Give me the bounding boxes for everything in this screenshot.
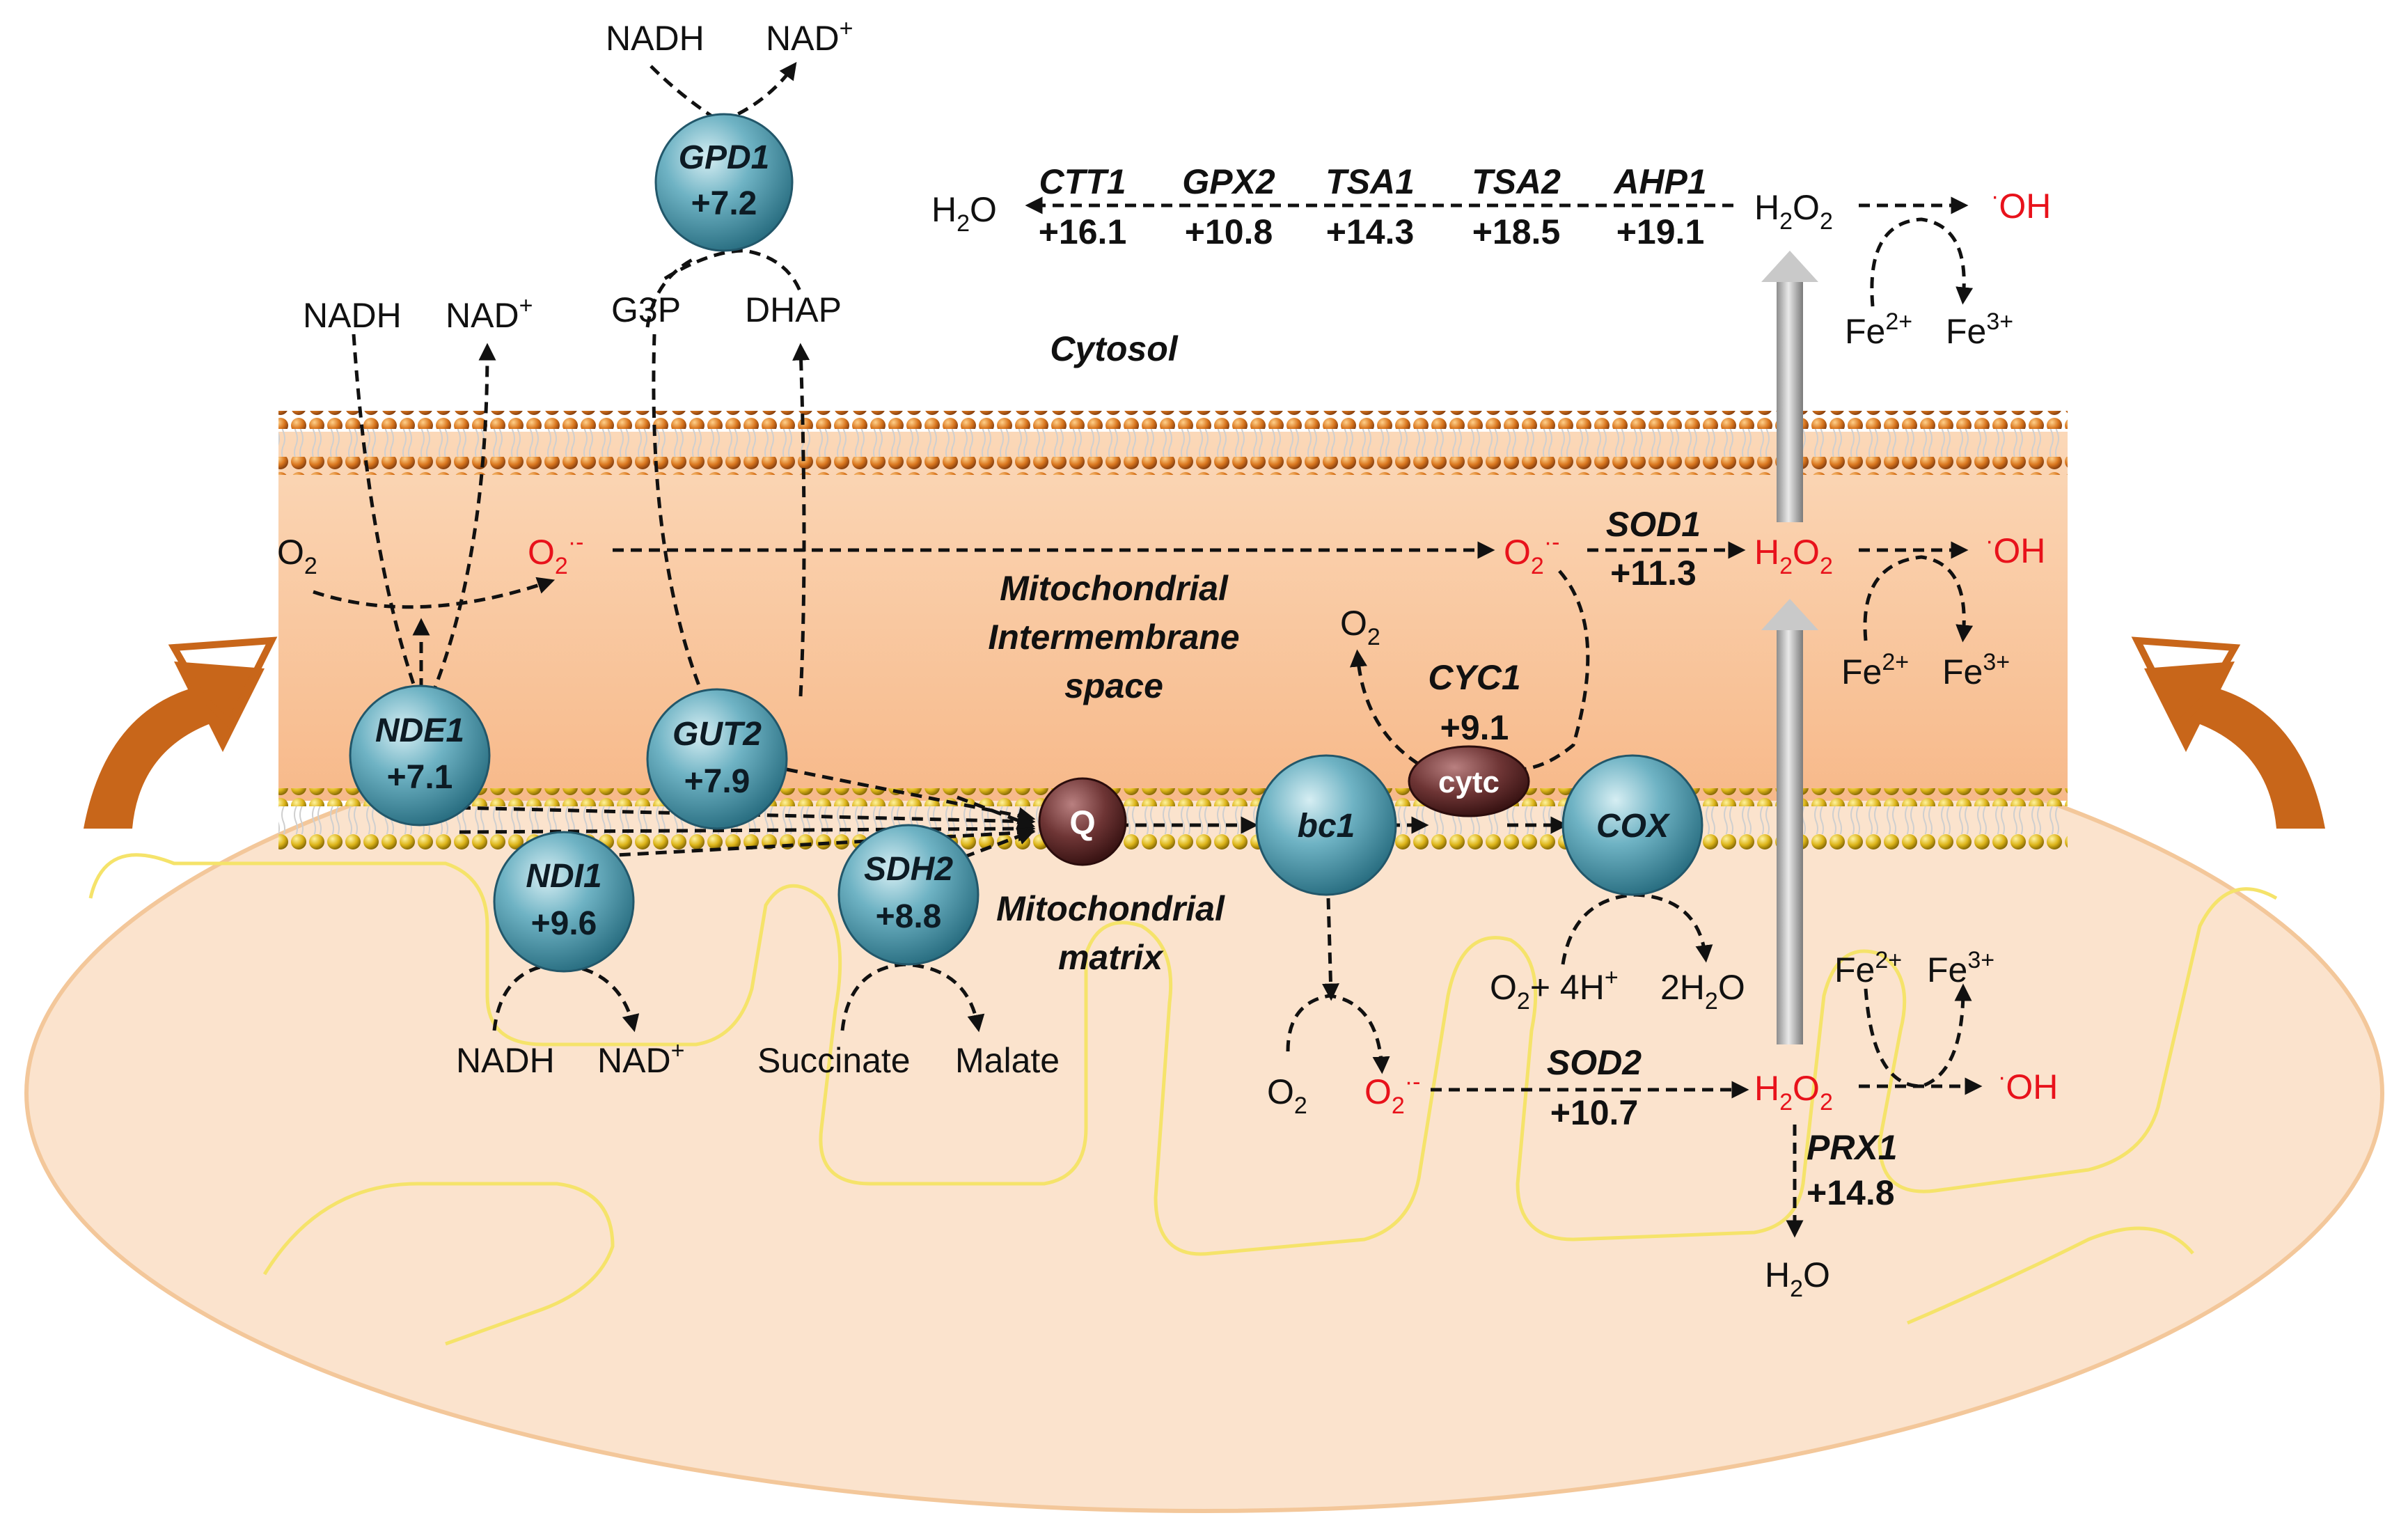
complex-q[interactable]: Q [1038, 777, 1127, 866]
ims-fe2: Fe2+ [1841, 649, 1909, 691]
ctt1-value: +16.1 [1039, 212, 1127, 251]
ims-superoxide: O2·- [528, 529, 583, 579]
malate-label: Malate [955, 1041, 1060, 1080]
nde1-nad: NAD+ [446, 292, 533, 335]
bc1-label: bc1 [1298, 808, 1355, 845]
g3p-label: G3P [611, 290, 681, 329]
cytosol-h2o2: H2O2 [1754, 188, 1833, 235]
gpx2-value: +10.8 [1185, 212, 1273, 251]
matrix-h2o2: H2O2 [1754, 1069, 1833, 1115]
tsa1-value: +14.3 [1326, 212, 1415, 251]
enzyme-gut2[interactable]: GUT2 +7.9 [646, 688, 788, 830]
flux-arrow-right-icon [2131, 636, 2325, 829]
region-cytosol: Cytosol [1050, 329, 1178, 368]
tsa2-value: +18.5 [1472, 212, 1561, 251]
gpx2-label: GPX2 [1182, 162, 1275, 201]
ndi1-value: +9.6 [531, 905, 597, 942]
sod1-superoxide: O2·- [1504, 529, 1559, 579]
complex-bc1[interactable]: bc1 [1255, 754, 1397, 896]
enzyme-gpd1[interactable]: GPD1 +7.2 [654, 113, 794, 252]
outer-membrane [278, 411, 2068, 475]
cytosol-water: H2O [931, 190, 997, 237]
nde1-label: NDE1 [375, 712, 464, 749]
ims-h2o2: H2O2 [1754, 533, 1833, 579]
matrix-fe2: Fe2+ [1834, 947, 1902, 989]
gut2-label: GUT2 [672, 716, 762, 753]
q-label: Q [1069, 805, 1095, 842]
region-ims-line2: Intermembrane [988, 618, 1239, 657]
intermembrane-space [278, 432, 2068, 801]
matrix-fe3: Fe3+ [1927, 947, 1994, 989]
cox-products: 2H2O [1660, 968, 1745, 1015]
gpd1-nadh: NADH [606, 19, 705, 58]
cristae-lower [262, 1182, 2194, 1346]
cyc1-label: CYC1 [1428, 658, 1520, 697]
cox-label: COX [1596, 808, 1671, 845]
cyc1-o2: O2 [1340, 604, 1380, 650]
sdh2-label: SDH2 [864, 851, 953, 888]
cytc-label: cytc [1438, 765, 1500, 799]
gpd1-label: GPD1 [679, 139, 770, 176]
cox-substrates: O2+ 4H+ [1490, 964, 1619, 1015]
region-matrix-line2: matrix [1058, 938, 1164, 977]
enzyme-ndi1[interactable]: NDI1 +9.6 [493, 831, 635, 973]
sod1-label: SOD1 [1606, 505, 1701, 544]
ctt1-label: CTT1 [1039, 162, 1126, 201]
ndi1-nadh: NADH [456, 1041, 555, 1080]
sod2-value: +10.7 [1550, 1093, 1639, 1132]
complex-cytc[interactable]: cytc [1408, 745, 1530, 817]
gpd1-value: +7.2 [691, 185, 757, 222]
cytosol-fe3: Fe3+ [1946, 308, 2013, 351]
gut2-value: +7.9 [684, 763, 750, 800]
matrix-superoxide: O2·- [1364, 1069, 1420, 1119]
prx1-value: +14.8 [1807, 1173, 1895, 1212]
prx1-water: H2O [1765, 1255, 1830, 1302]
ndi1-label: NDI1 [526, 858, 601, 895]
cristae [88, 853, 2278, 1256]
ims-hydroxyl: ·OH [1985, 528, 2045, 570]
region-ims-line3: space [1064, 666, 1163, 705]
ahp1-label: AHP1 [1612, 162, 1706, 201]
region-ims-line1: Mitochondrial [1000, 569, 1229, 608]
enzyme-sdh2[interactable]: SDH2 +8.8 [837, 824, 979, 966]
tsa1-label: TSA1 [1325, 162, 1415, 201]
h2o2-diffusion-arrow-lower [1761, 599, 1818, 1044]
succinate-label: Succinate [757, 1041, 911, 1080]
h2o2-diffusion-arrow-upper [1761, 251, 1818, 522]
matrix-o2: O2 [1267, 1072, 1307, 1119]
region-matrix-line1: Mitochondrial [996, 889, 1225, 928]
nde1-value: +7.1 [387, 759, 453, 796]
prx1-label: PRX1 [1807, 1128, 1898, 1167]
ahp1-value: +19.1 [1616, 212, 1705, 251]
complex-cox[interactable]: COX [1561, 754, 1703, 896]
ndi1-nad: NAD+ [597, 1037, 684, 1080]
matrix-hydroxyl: ·OH [1998, 1064, 2058, 1106]
enzyme-nde1[interactable]: NDE1 +7.1 [349, 684, 491, 827]
sod1-value: +11.3 [1610, 554, 1697, 593]
ims-fe3: Fe3+ [1942, 649, 2010, 691]
sod2-label: SOD2 [1547, 1043, 1642, 1082]
sdh2-value: +8.8 [876, 898, 942, 935]
dhap-label: DHAP [745, 290, 842, 329]
tsa2-label: TSA2 [1472, 162, 1561, 201]
ims-o2: O2 [277, 533, 317, 579]
gpd1-nad: NAD+ [766, 15, 853, 58]
nde1-nadh: NADH [303, 296, 402, 335]
cyc1-value: +9.1 [1440, 708, 1509, 747]
flux-arrow-left-icon [84, 636, 278, 829]
cytosol-fe2: Fe2+ [1845, 308, 1912, 351]
cytosol-hydroxyl: ·OH [1991, 183, 2051, 226]
